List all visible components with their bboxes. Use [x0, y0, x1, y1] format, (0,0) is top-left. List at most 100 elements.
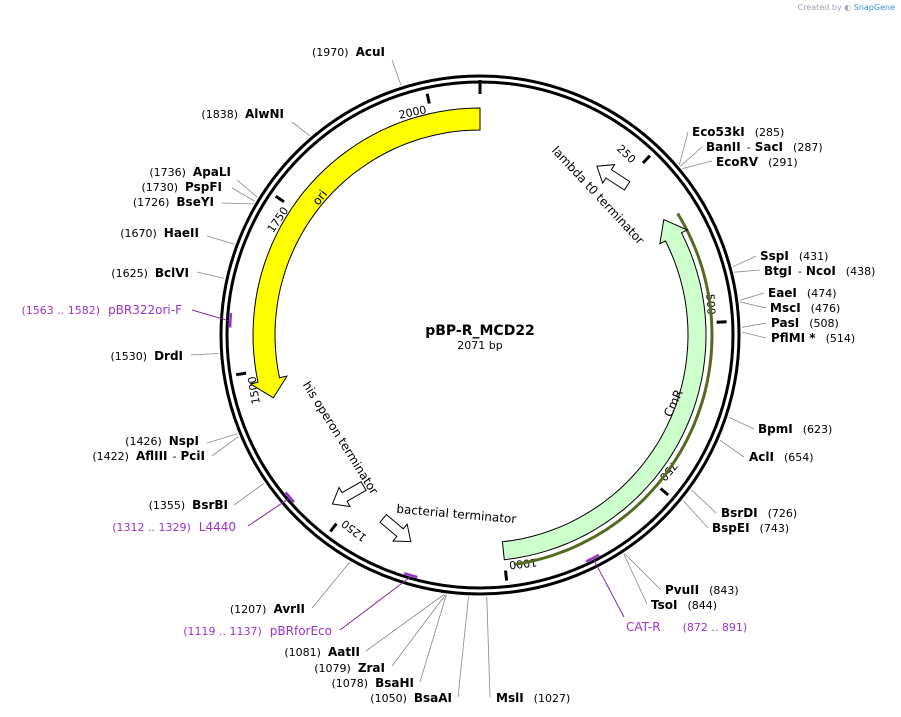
enzyme-leader-line	[311, 562, 351, 609]
lambda-t0-terminator-arrow[interactable]	[591, 157, 633, 195]
enzyme-msli[interactable]: MslI(1027)	[496, 691, 570, 705]
enzyme-leader-line	[624, 553, 662, 591]
enzyme-bpmi[interactable]: BpmI(623)	[758, 422, 832, 436]
primer-mark	[585, 553, 600, 563]
tick-label: 1250	[339, 517, 369, 544]
primer-l4440[interactable]: (1312 .. 1329)L4440	[112, 520, 236, 534]
enzyme-drdi[interactable]: (1530)DrdI	[110, 349, 183, 363]
cmr-feature[interactable]	[501, 218, 707, 561]
bacterial-terminator-label: bacterial terminator	[396, 502, 517, 526]
enzyme-pflmi[interactable]: PflMI *(514)	[771, 331, 855, 345]
cmr-orf-track	[515, 212, 714, 566]
bacterial-terminator-arrow[interactable]	[376, 510, 418, 550]
enzyme-tsoi[interactable]: TsoI(844)	[651, 598, 717, 612]
primer-cat-r[interactable]: CAT-R(872 .. 891)	[626, 620, 747, 634]
tick-mark	[716, 320, 727, 324]
enzyme-bsaai[interactable]: (1050)BsaAI	[370, 691, 452, 705]
enzyme-eaei[interactable]: EaeI(474)	[768, 286, 837, 300]
enzyme-apali[interactable]: (1736)ApaLI	[149, 165, 231, 179]
primer-mark	[284, 491, 295, 503]
enzyme-leader-line	[457, 596, 469, 698]
primer-pbrforeco[interactable]: (1119 .. 1137)pBRforEco	[183, 624, 332, 638]
tick-mark	[274, 194, 285, 204]
primer-leader-line	[247, 498, 289, 527]
primer-leader-line	[191, 309, 229, 322]
enzyme-leader-line	[391, 594, 446, 667]
primer-mark	[228, 313, 233, 328]
tick-mark	[504, 570, 509, 581]
enzyme-leader-line	[682, 500, 709, 529]
enzyme-leader-line	[678, 131, 689, 166]
primer-leader-line	[339, 576, 411, 631]
enzyme-zrai[interactable]: (1079)ZraI	[314, 661, 385, 675]
enzyme-pvuii[interactable]: PvuII(843)	[665, 583, 739, 597]
enzyme-bsrdi[interactable]: BsrDI(726)	[721, 506, 797, 520]
his-operon-terminator-label: his operon terminator	[300, 379, 381, 497]
enzyme-leader-line	[206, 433, 238, 444]
enzyme-leader-line	[391, 59, 402, 86]
tick-mark	[329, 522, 338, 533]
tick-mark	[659, 487, 670, 497]
enzyme-leader-line	[486, 596, 491, 698]
enzyme-acui[interactable]: (1970)AcuI	[312, 45, 385, 59]
enzyme-leader-line	[365, 594, 445, 652]
enzyme-leader-line	[206, 235, 235, 245]
primer-leader-line	[593, 559, 625, 618]
enzyme-pasi[interactable]: PasI(508)	[771, 316, 839, 330]
enzyme-btgi-ncoi[interactable]: BtgI-NcoI(438)	[764, 264, 875, 278]
enzyme-sspi[interactable]: SspI(431)	[760, 249, 828, 263]
snapgene-credit: Created by ◐ SnapGene	[798, 3, 895, 12]
tick-label: 250	[614, 142, 638, 166]
enzyme-bspei[interactable]: BspEI(743)	[712, 521, 789, 535]
plasmid-name: pBP-R_MCD22	[425, 323, 535, 339]
tick-mark	[641, 154, 651, 165]
enzyme-pspfi[interactable]: (1730)PspFI	[141, 180, 222, 194]
enzyme-leader-line	[233, 482, 265, 506]
enzyme-bclvi[interactable]: (1625)BclVI	[111, 266, 189, 280]
enzyme-leader-line	[190, 353, 219, 356]
enzyme-acli[interactable]: AclI(654)	[749, 450, 814, 464]
primer-labels: (1563 .. 1582)pBR322ori-F (1312 .. 1329)…	[22, 303, 748, 638]
credit-brand: SnapGene	[853, 3, 895, 12]
enzyme-leader-line	[419, 594, 447, 683]
enzyme-leader-line	[741, 322, 767, 328]
enzyme-leader-line	[231, 187, 255, 202]
ori-feature[interactable]	[249, 107, 481, 399]
enzyme-leader-line	[691, 489, 717, 514]
primer-mark	[403, 572, 418, 579]
primer-marks	[228, 313, 600, 579]
enzyme-leader-line	[728, 416, 755, 430]
enzyme-leader-line	[719, 439, 745, 458]
enzyme-leader-line	[196, 271, 225, 279]
enzyme-afliii-pcii[interactable]: (1422)AflIII-PciI	[92, 449, 205, 463]
enzyme-leader-line	[680, 146, 703, 167]
primer-pbr322ori-f[interactable]: (1563 .. 1582)pBR322ori-F	[22, 303, 183, 317]
enzyme-leader-line	[682, 160, 713, 169]
enzyme-banii-saci[interactable]: BanII-SacI(287)	[706, 140, 823, 154]
enzyme-msci[interactable]: MscI(476)	[770, 301, 840, 315]
his-operon-terminator-arrow[interactable]	[327, 476, 369, 513]
enzyme-aatii[interactable]: (1081)AatII	[284, 645, 360, 659]
enzyme-eco53ki[interactable]: Eco53kI(285)	[692, 125, 784, 139]
enzyme-leader-line	[734, 269, 761, 273]
plasmid-size: 2071 bp	[457, 339, 502, 352]
snapgene-logo-icon: ◐	[844, 3, 852, 12]
tick-mark	[235, 371, 247, 377]
enzyme-avrii[interactable]: (1207)AvrII	[230, 602, 305, 616]
enzyme-leader-line	[623, 553, 648, 605]
enzyme-nspi[interactable]: (1426)NspI	[125, 434, 199, 448]
enzyme-leader-line	[732, 255, 757, 268]
enzyme-haeii[interactable]: (1670)HaeII	[120, 226, 199, 240]
enzyme-bsahi[interactable]: (1078)BsaHI	[332, 676, 414, 690]
enzyme-leader-line	[739, 292, 765, 301]
enzyme-labels: (1970)AcuI (1838)AlwNI (1736)ApaLI (1730…	[92, 45, 875, 705]
enzyme-leader-line	[741, 331, 767, 339]
credit-prefix: Created by	[797, 3, 842, 12]
enzyme-leader-line	[211, 436, 239, 457]
enzyme-bsrbi[interactable]: (1355)BsrBI	[149, 498, 228, 512]
enzyme-leader-lines	[190, 59, 767, 698]
enzyme-ecorv[interactable]: EcoRV(291)	[716, 155, 798, 169]
enzyme-bseyi[interactable]: (1726)BseYI	[133, 195, 214, 209]
enzyme-alwni[interactable]: (1838)AlwNI	[201, 107, 284, 121]
